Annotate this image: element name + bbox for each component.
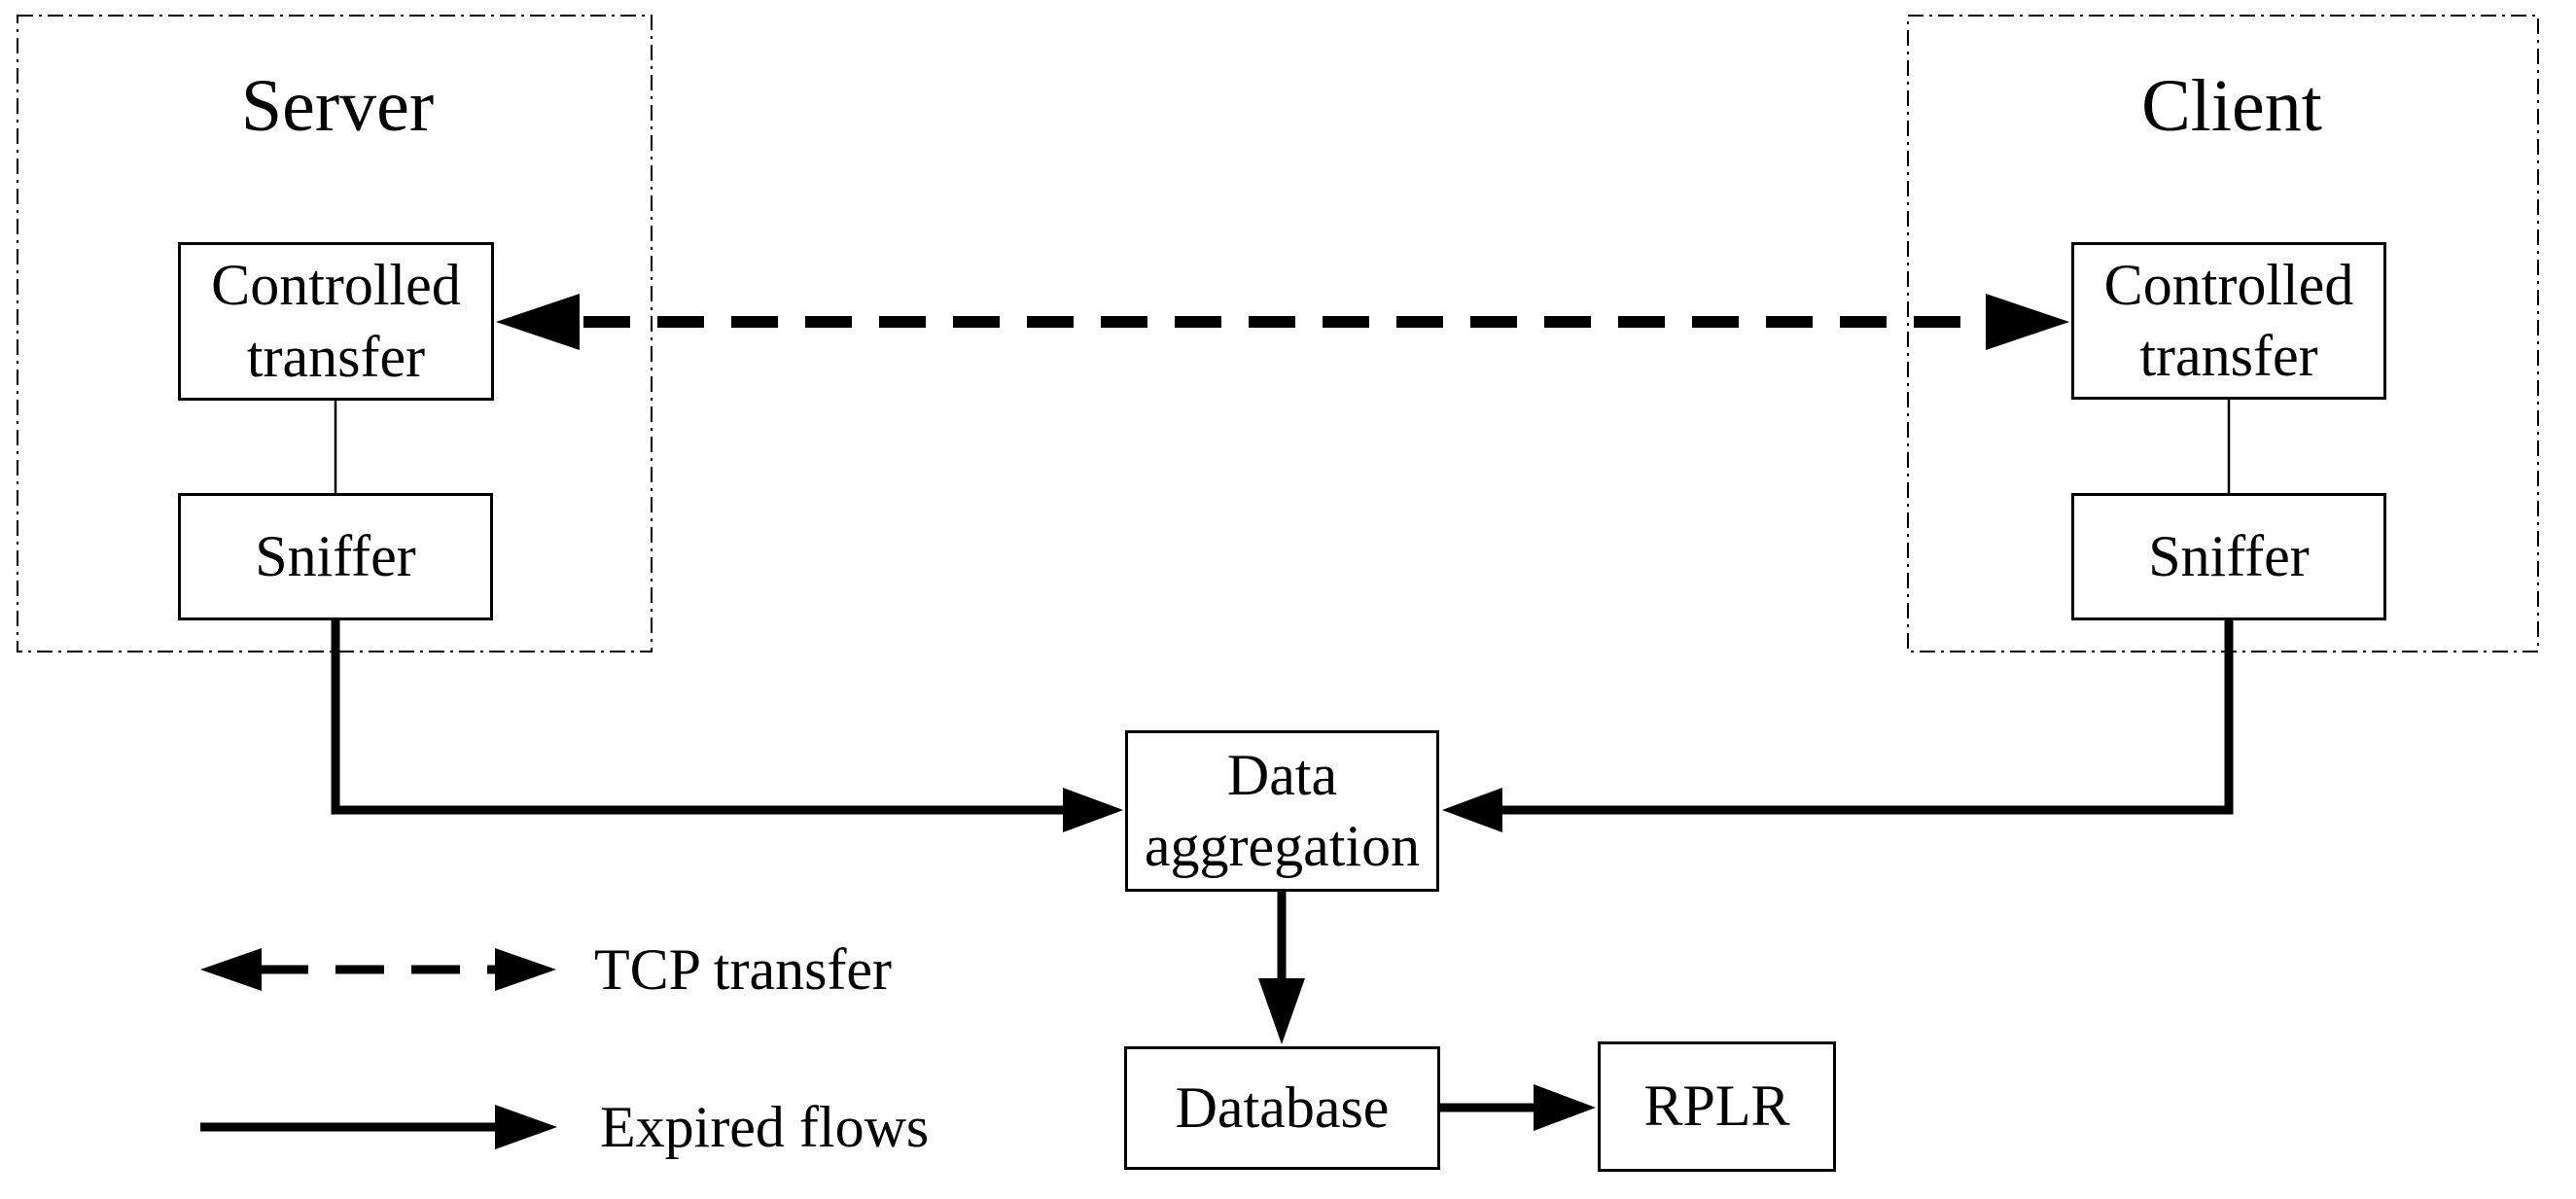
- client-flow-arrowhead: [1442, 788, 1502, 832]
- server-container-border: [17, 15, 653, 652]
- data-aggregation-box: Data aggregation: [1125, 730, 1439, 892]
- server-flow-arrowhead: [1063, 788, 1123, 832]
- legend-tcp-arrowhead-left: [200, 948, 262, 991]
- client-container-border: [1907, 15, 2539, 652]
- legend-expired-label: Expired flows: [600, 1095, 930, 1159]
- rplr-box: RPLR: [1598, 1041, 1836, 1172]
- server-sniffer-box: Sniffer: [178, 493, 493, 620]
- database-box: Database: [1124, 1046, 1440, 1170]
- client-title: Client: [2141, 65, 2322, 147]
- client-sniffer-box: Sniffer: [2071, 493, 2386, 620]
- aggregation-to-database-arrowhead: [1258, 978, 1305, 1044]
- legend-expired-arrowhead: [495, 1105, 557, 1149]
- server-expired-flow-line: [331, 619, 1068, 815]
- database-to-rplr-arrowhead: [1534, 1084, 1596, 1131]
- tcp-arrowhead-left: [496, 294, 580, 350]
- legend-tcp-arrowhead-right: [495, 948, 556, 991]
- server-title: Server: [240, 65, 435, 147]
- server-controlled-transfer-box: Controlled transfer: [178, 242, 494, 401]
- client-expired-flow-line: [1498, 619, 2234, 815]
- tcp-arrowhead-right: [1986, 294, 2069, 350]
- client-controlled-transfer-box: Controlled transfer: [2071, 242, 2386, 400]
- legend-tcp-label: TCP transfer: [594, 937, 893, 1002]
